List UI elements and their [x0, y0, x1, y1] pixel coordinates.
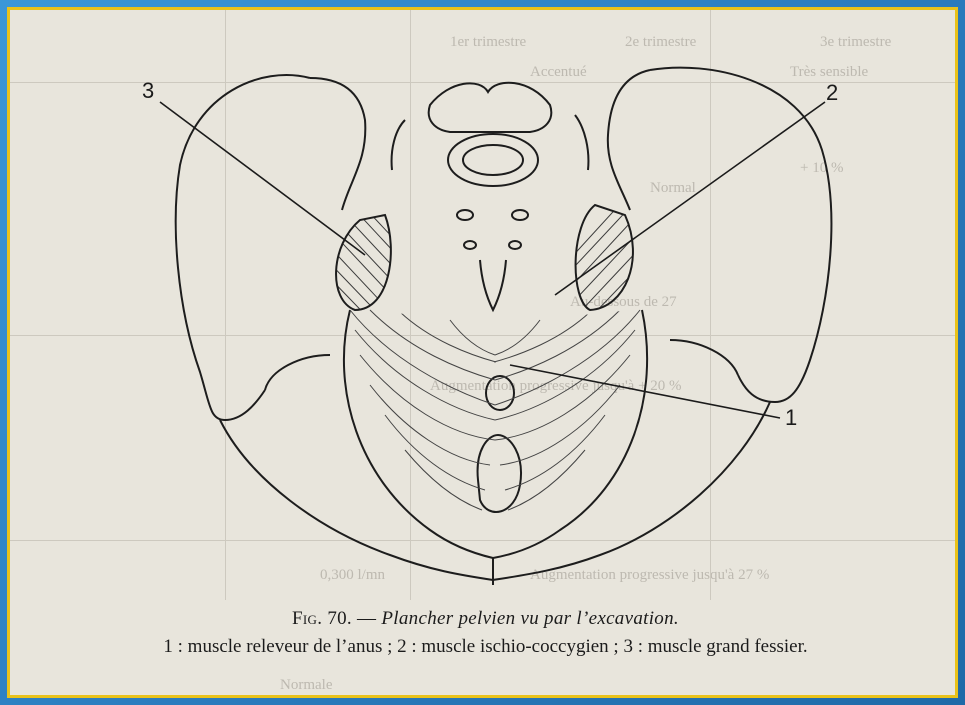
caption-dash: — — [352, 608, 381, 629]
label-1: 1 — [785, 405, 797, 431]
scanned-page: 1er trimestre 2e trimestre 3e trimestre … — [7, 7, 958, 698]
leader-line-2 — [555, 102, 825, 295]
figure-legend: 1 : muscle releveur de l’anus ; 2 : musc… — [10, 636, 958, 658]
figure-title: Plancher pelvien vu par l’excavation. — [381, 608, 679, 629]
figure-caption: Fig. 70. — Plancher pelvien vu par l’exc… — [10, 608, 958, 630]
figure-number: Fig. 70. — [292, 608, 352, 629]
pelvic-bone-outline — [176, 68, 832, 585]
leader-line-3 — [160, 102, 365, 255]
ischiococcygeus-right — [558, 202, 665, 328]
label-3: 3 — [142, 78, 154, 104]
leader-line-1 — [510, 365, 780, 418]
ghost-text: Normale — [280, 677, 332, 694]
leader-lines — [160, 102, 825, 418]
label-2: 2 — [826, 80, 838, 106]
